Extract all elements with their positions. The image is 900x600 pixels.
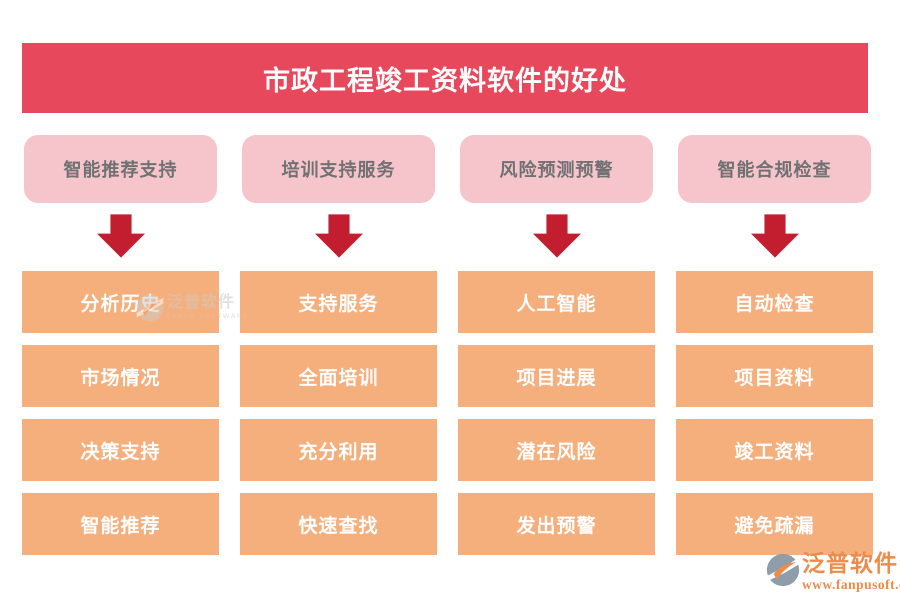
benefit-item: 支持服务 (240, 271, 437, 333)
benefit-item: 快速查找 (240, 493, 437, 555)
benefit-item: 项目资料 (676, 345, 873, 407)
benefit-item: 人工智能 (458, 271, 655, 333)
benefit-item: 发出预警 (458, 493, 655, 555)
benefit-item: 避免疏漏 (676, 493, 873, 555)
down-arrow-icon (97, 214, 145, 258)
footer-logo: 泛普软件 www.fanpusoft.com (766, 553, 900, 592)
down-arrow-icon (315, 214, 363, 258)
benefit-item: 市场情况 (22, 345, 219, 407)
benefit-item: 充分利用 (240, 419, 437, 481)
footer-website-url: www.fanpusoft.com (802, 577, 900, 592)
category-header-1: 智能推荐支持 (24, 135, 217, 203)
page-title: 市政工程竣工资料软件的好处 (263, 65, 627, 97)
benefit-item: 竣工资料 (676, 419, 873, 481)
category-header-3: 风险预测预警 (460, 135, 653, 203)
category-header-2: 培训支持服务 (242, 135, 435, 203)
fanpu-logo-icon (766, 553, 800, 587)
page-title-banner: 市政工程竣工资料软件的好处 (22, 43, 868, 113)
benefit-item: 自动检查 (676, 271, 873, 333)
benefit-item: 分析历史 (22, 271, 219, 333)
benefit-item: 项目进展 (458, 345, 655, 407)
footer-brand-text: 泛普软件 (802, 551, 898, 577)
category-header-4: 智能合规检查 (678, 135, 871, 203)
footer-logo-text: 泛普软件 www.fanpusoft.com (802, 553, 900, 592)
benefit-item: 智能推荐 (22, 493, 219, 555)
benefit-item: 全面培训 (240, 345, 437, 407)
down-arrow-icon (533, 214, 581, 258)
benefit-item: 潜在风险 (458, 419, 655, 481)
down-arrow-icon (751, 214, 799, 258)
benefit-item: 决策支持 (22, 419, 219, 481)
